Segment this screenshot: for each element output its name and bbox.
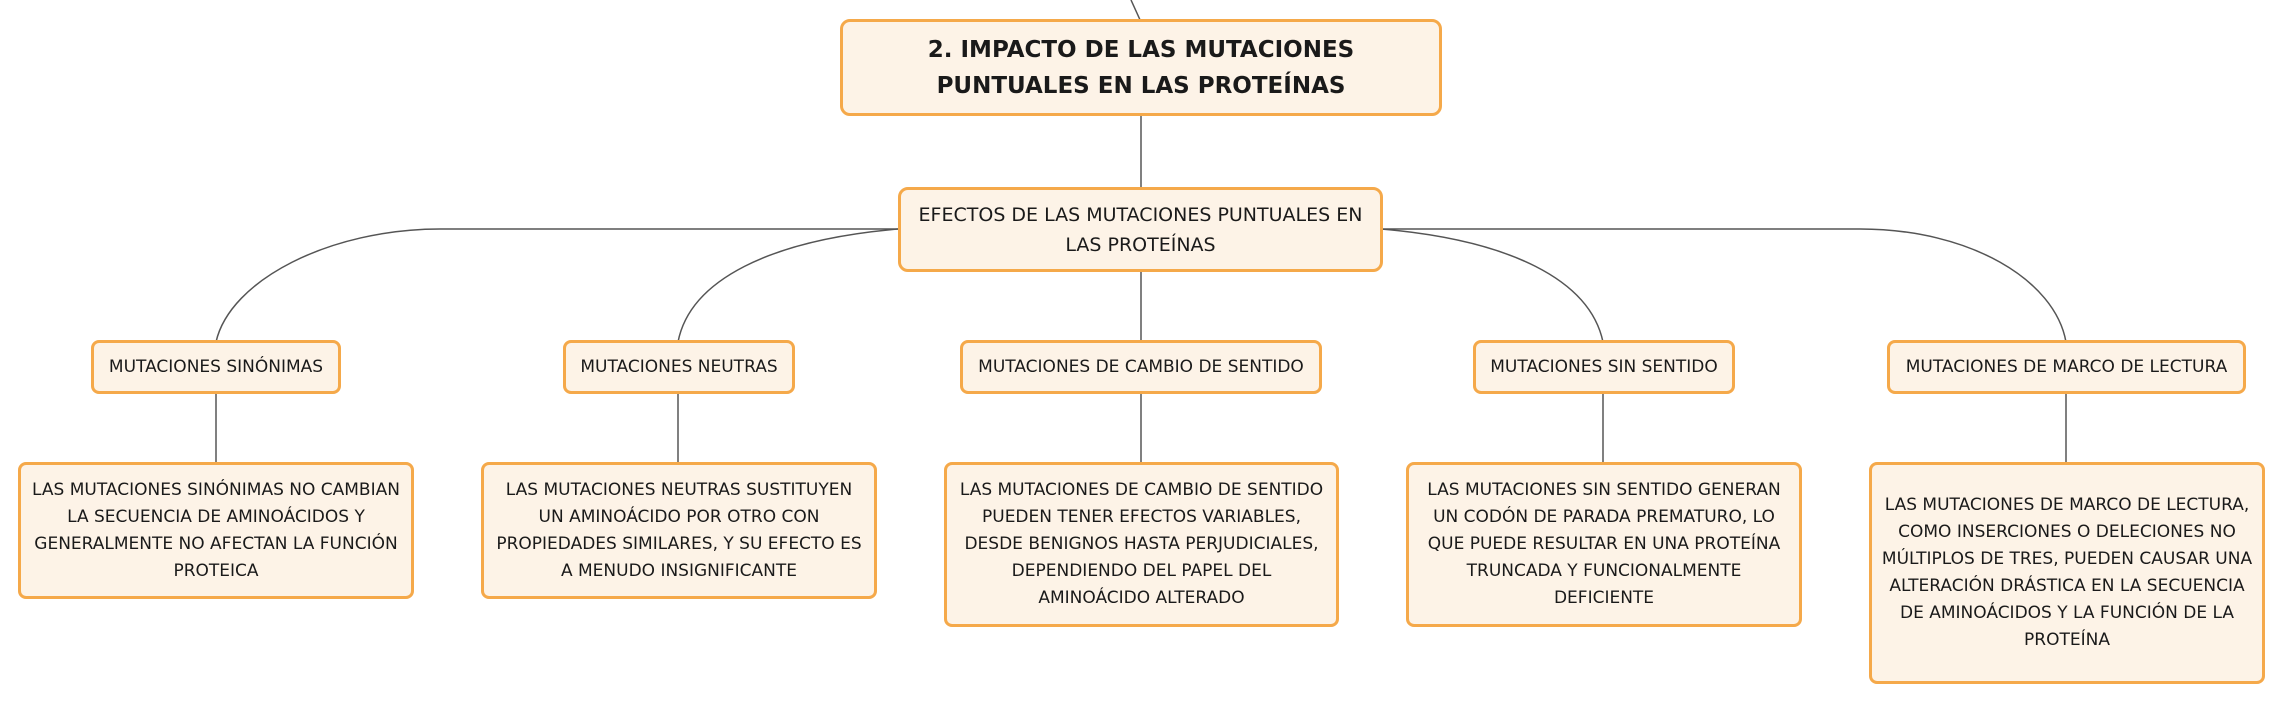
category-node-label: MUTACIONES SINÓNIMAS — [108, 357, 324, 377]
root-node[interactable]: 2. IMPACTO DE LAS MUTACIONES PUNTUALES E… — [840, 19, 1442, 116]
description-node-text: LAS MUTACIONES SIN SENTIDO GENERAN UN CO… — [1427, 480, 1781, 608]
parent-connector — [1130, 0, 1142, 23]
description-node-missense[interactable]: LAS MUTACIONES DE CAMBIO DE SENTIDO PUED… — [944, 462, 1339, 627]
description-node-text: LAS MUTACIONES DE MARCO DE LECTURA, COMO… — [1881, 495, 2253, 650]
category-node-frameshift[interactable]: MUTACIONES DE MARCO DE LECTURA — [1887, 340, 2246, 394]
category-node-missense[interactable]: MUTACIONES DE CAMBIO DE SENTIDO — [960, 340, 1322, 394]
category-node-synonymous[interactable]: MUTACIONES SINÓNIMAS — [91, 340, 341, 394]
mid-to-cat-2-connector — [677, 228, 899, 343]
description-node-text: LAS MUTACIONES DE CAMBIO DE SENTIDO PUED… — [959, 480, 1324, 608]
category-node-label: MUTACIONES DE CAMBIO DE SENTIDO — [978, 357, 1304, 377]
effects-node-label: EFECTOS DE LAS MUTACIONES PUNTUALES EN L… — [918, 203, 1363, 256]
category-node-label: MUTACIONES DE MARCO DE LECTURA — [1905, 357, 2228, 377]
category-node-nonsense[interactable]: MUTACIONES SIN SENTIDO — [1473, 340, 1735, 394]
mid-to-cat-5-connector — [1381, 228, 2067, 343]
description-node-neutral[interactable]: LAS MUTACIONES NEUTRAS SUSTITUYEN UN AMI… — [481, 462, 877, 599]
category-node-label: MUTACIONES NEUTRAS — [580, 357, 778, 377]
description-node-synonymous[interactable]: LAS MUTACIONES SINÓNIMAS NO CAMBIAN LA S… — [18, 462, 414, 599]
mid-to-cat-1-connector — [215, 228, 898, 343]
description-node-nonsense[interactable]: LAS MUTACIONES SIN SENTIDO GENERAN UN CO… — [1406, 462, 1802, 627]
category-node-label: MUTACIONES SIN SENTIDO — [1490, 357, 1718, 377]
effects-node[interactable]: EFECTOS DE LAS MUTACIONES PUNTUALES EN L… — [898, 187, 1383, 272]
mid-to-cat-4-connector — [1380, 228, 1604, 343]
description-node-text: LAS MUTACIONES SINÓNIMAS NO CAMBIAN LA S… — [32, 479, 400, 581]
description-node-frameshift[interactable]: LAS MUTACIONES DE MARCO DE LECTURA, COMO… — [1869, 462, 2265, 684]
description-node-text: LAS MUTACIONES NEUTRAS SUSTITUYEN UN AMI… — [496, 479, 862, 581]
category-node-neutral[interactable]: MUTACIONES NEUTRAS — [563, 340, 795, 394]
root-node-label: 2. IMPACTO DE LAS MUTACIONES PUNTUALES E… — [927, 36, 1355, 99]
